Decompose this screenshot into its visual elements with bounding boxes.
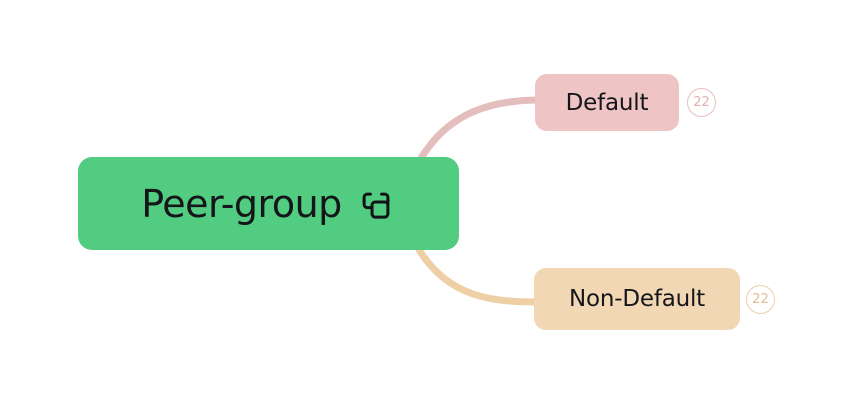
mindmap-node-default[interactable]: Default — [535, 74, 679, 131]
default-count-badge[interactable]: 22 — [687, 88, 716, 117]
root-node-label: Peer-group — [141, 181, 342, 226]
mindmap-root-node[interactable]: Peer-group — [78, 157, 459, 250]
non-default-node-label: Non-Default — [569, 286, 705, 312]
duplicate-squares-icon — [356, 186, 396, 226]
edge-root-to-non-default — [414, 244, 544, 306]
default-node-label: Default — [565, 89, 649, 116]
edge-root-to-default — [416, 96, 544, 164]
mindmap-node-non-default[interactable]: Non-Default — [534, 268, 740, 330]
non-default-count-badge[interactable]: 22 — [746, 285, 775, 314]
